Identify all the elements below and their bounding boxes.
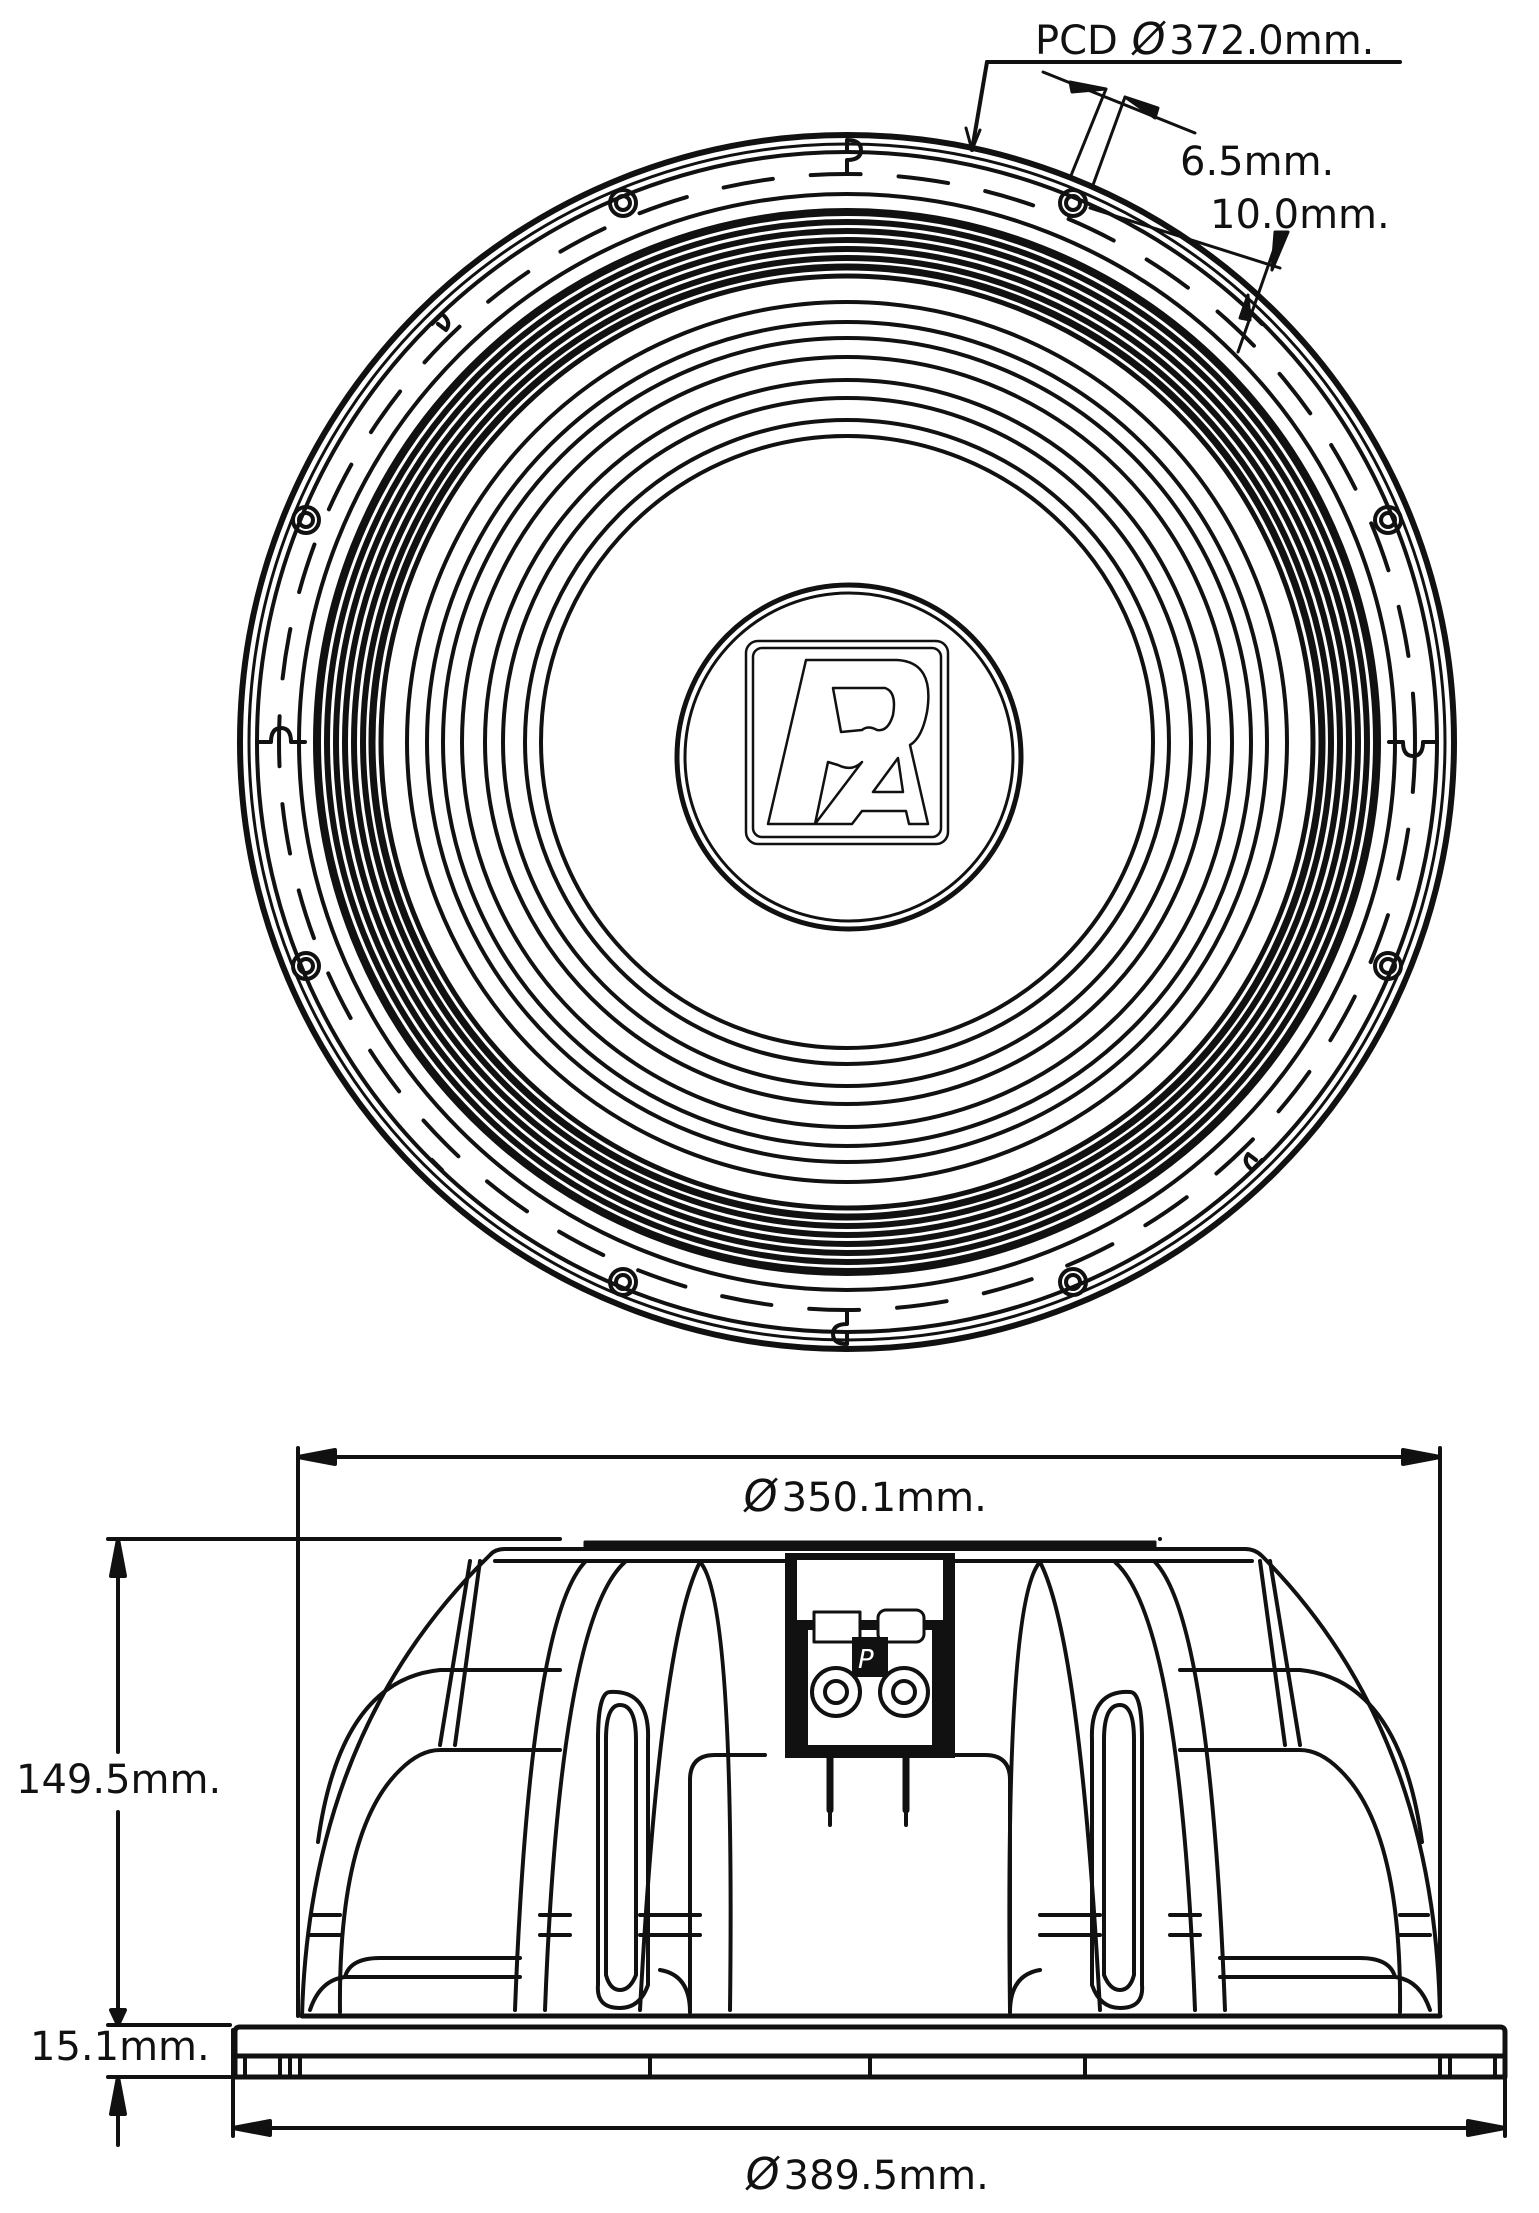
side-view: P [106,1446,1508,2147]
basket-diameter-dim [296,1446,1442,2018]
flange-diameter-dim [231,2028,1507,2138]
diameter-symbol-icon: Ø [1127,14,1169,65]
pcd-value: 372.0mm. [1169,18,1375,64]
pcd-leader [964,60,1402,152]
pcd-dimension-label: PCD Ø372.0mm. [1035,14,1375,65]
height-dim [106,1537,232,2147]
height-label: 149.5mm. [16,1760,221,1800]
height-value: 149.5mm. [16,1757,222,1803]
hole-width-dim [1041,70,1197,187]
front-view [237,60,1457,1352]
flange-diameter-label: Ø389.5mm. [741,2149,989,2200]
basket-diameter-value: 350.1mm. [781,1475,987,1521]
key-notches [255,138,1439,1346]
hole-spacing-value: 10.0mm. [1210,192,1390,238]
flange-thickness-value: 15.1mm. [30,2024,210,2070]
basket [299,1547,1443,2019]
terminal-block: P [785,1553,955,1827]
flange-thickness-label: 15.1mm. [30,2027,210,2067]
flange [232,2024,1508,2080]
svg-text:P: P [858,1645,874,1675]
hole-width-value: 6.5mm. [1180,139,1335,185]
hole-spacing-label: 10.0mm. [1210,195,1390,235]
diameter-symbol-icon: Ø [741,2149,784,2200]
pa-logo [744,639,950,846]
hole-spacing-dim [1088,206,1290,354]
hole-width-label: 6.5mm. [1180,142,1334,182]
basket-diameter-label: Ø350.1mm. [739,1471,987,1522]
flange-diameter-value: 389.5mm. [783,2153,989,2199]
mounting-holes [291,188,1403,1297]
diameter-symbol-icon: Ø [739,1471,782,1522]
dust-cap [674,582,1024,932]
pcd-circle [277,172,1417,1312]
pcd-prefix: PCD [1035,18,1118,64]
